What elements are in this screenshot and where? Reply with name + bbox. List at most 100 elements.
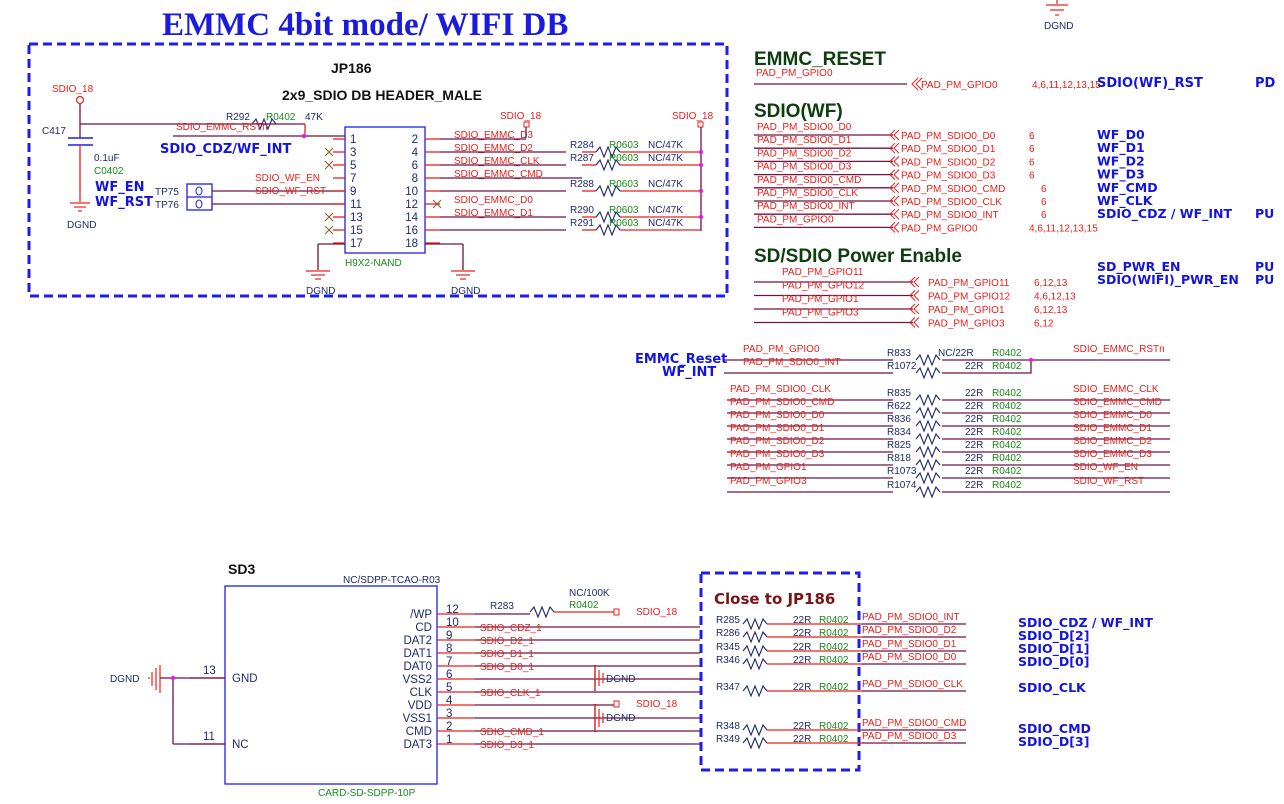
- gnd-label: DGND: [306, 286, 335, 297]
- resistor-icon: [595, 223, 621, 237]
- no-connect-icon: [324, 147, 334, 157]
- resistor-value: 22R: [793, 642, 811, 653]
- pullup-footprint: R0603: [609, 218, 639, 229]
- pin-number: 1: [446, 734, 452, 746]
- pin-number: 13: [203, 665, 216, 677]
- offpage-port-icon: [889, 182, 900, 194]
- power-enable-heading: SD/SDIO Power Enable: [754, 246, 962, 267]
- resistor-ref: R825: [887, 440, 911, 451]
- page-ref: 6: [1029, 131, 1035, 142]
- net-label: PAD_PM_GPIO3: [730, 476, 807, 487]
- note-sdio-pwr-en-pull: PU: [1255, 272, 1274, 287]
- resistor-icon: [915, 485, 941, 499]
- resistor-ref: R835: [887, 388, 911, 399]
- resistor-value: 22R: [965, 440, 983, 451]
- resistor-value: 22R: [965, 361, 983, 372]
- resistor-icon: [742, 644, 768, 658]
- r292-ref: R292: [226, 112, 250, 123]
- pin-number: 15: [350, 225, 363, 237]
- resistor-ref: R834: [887, 427, 911, 438]
- resistor-ref: R349: [716, 734, 740, 745]
- page-ref: 6,12,13: [1034, 278, 1068, 289]
- resistor-value: 22R: [965, 427, 983, 438]
- pin-name: VSS2: [403, 674, 432, 686]
- r283-ref: R283: [490, 601, 514, 612]
- pin-number: 16: [405, 225, 418, 237]
- net-label: PAD_PM_SDIO0_CLK: [730, 384, 831, 395]
- net-label: PAD_PM_SDIO0_D2: [730, 436, 825, 447]
- no-connect-icon: [432, 199, 442, 209]
- net-label: SDIO_EMMC_D2: [454, 143, 533, 154]
- resistor-ref: R346: [716, 655, 740, 666]
- pin-name: GND: [232, 673, 258, 685]
- net-label: PAD_PM_SDIO0_D0: [730, 410, 825, 421]
- net-label: PAD_PM_SDIO0_CLK: [862, 679, 963, 690]
- pin-number: 12: [405, 199, 418, 211]
- net-label: SDIO_D1_1: [480, 649, 534, 660]
- pin-name: CMD: [406, 726, 432, 738]
- junction-dot: [301, 133, 307, 139]
- net-label: PAD_PM_GPIO11: [782, 267, 864, 278]
- resistor-icon: [742, 630, 768, 644]
- gnd-label: DGND: [67, 220, 96, 231]
- net-label: SDIO_EMMC_CLK: [454, 156, 540, 167]
- net-sdio-emmc-rstn: SDIO_EMMC_RSTn: [176, 122, 268, 133]
- ground-icon: [306, 270, 330, 280]
- signal-note: WF_D3: [1097, 167, 1145, 183]
- net-label: PAD_PM_SDIO0_CLK: [757, 188, 858, 199]
- resistor-icon: [915, 432, 941, 446]
- port-label: PAD_PM_SDIO0_D0: [901, 131, 996, 142]
- pin-name: CLK: [410, 687, 433, 699]
- pin-number: 5: [446, 682, 452, 694]
- jp186-ref: JP186: [331, 60, 372, 76]
- signal-note: WF_D2: [1097, 153, 1145, 169]
- jp186-desc: 2x9_SDIO DB HEADER_MALE: [282, 87, 482, 103]
- net-label: SDIO_WF_RST: [1073, 476, 1144, 487]
- pin-number: 2: [446, 721, 452, 733]
- resistor-footprint: R0402: [992, 388, 1022, 399]
- emmc-reset-heading: EMMC_RESET: [754, 49, 886, 70]
- page-ref: 6: [1029, 171, 1035, 182]
- resistor-icon: [915, 393, 941, 407]
- port-label: PAD_PM_SDIO0_D2: [901, 157, 996, 168]
- offpage-port-icon: [909, 290, 920, 301]
- resistor-value: 22R: [793, 682, 811, 693]
- net-label: SDIO_EMMC_D1: [454, 208, 533, 219]
- resistor-value: 22R: [793, 655, 811, 666]
- gnd-label: DGND: [451, 286, 480, 297]
- resistor-value: 22R: [965, 401, 983, 412]
- resistor-value: 22R: [793, 721, 811, 732]
- pin-number: 5: [350, 160, 356, 172]
- resistor-footprint: R0402: [819, 721, 849, 732]
- page-ref: 6: [1041, 184, 1047, 195]
- net-label: SDIO_D2_1: [480, 636, 534, 647]
- pin-number: 4: [446, 695, 453, 707]
- signal-note: SDIO_CLK: [1018, 680, 1087, 696]
- tp76-label: TP76: [155, 200, 179, 211]
- pin-number: 10: [446, 617, 459, 629]
- pin-name: CD: [415, 622, 432, 634]
- pin-number: 6: [412, 160, 418, 172]
- resistor-footprint: R0402: [992, 427, 1022, 438]
- sd3-body: [224, 585, 438, 785]
- pin-number: 7: [446, 656, 452, 668]
- pin-number: 14: [405, 212, 418, 224]
- junction-dot: [1028, 357, 1034, 363]
- ground-icon: [594, 705, 604, 731]
- resistor-icon: [742, 736, 768, 750]
- signal-note: SDIO_CMD: [1018, 721, 1091, 737]
- net-sdio-wf-en: SDIO_WF_EN: [255, 173, 320, 184]
- note-wf-rst: WF_RST: [95, 195, 153, 210]
- pin-name: VDD: [408, 700, 432, 712]
- pin-number: 8: [446, 643, 452, 655]
- emmc-reset-note: SDIO(WF)_RST: [1097, 76, 1203, 91]
- signal-note: SDIO_CDZ / WF_INT: [1018, 615, 1153, 631]
- resistor-icon: [915, 445, 941, 459]
- note-sdio-pwr-en: SDIO(WIFI)_PWR_EN: [1097, 272, 1239, 288]
- page-ref: 6,12: [1034, 319, 1054, 330]
- resistor-icon: [742, 723, 768, 737]
- resistor-value: 22R: [965, 414, 983, 425]
- net-label: SDIO_EMMC_RSTn: [1073, 344, 1165, 355]
- emmc-reset-pull: PD: [1255, 76, 1276, 91]
